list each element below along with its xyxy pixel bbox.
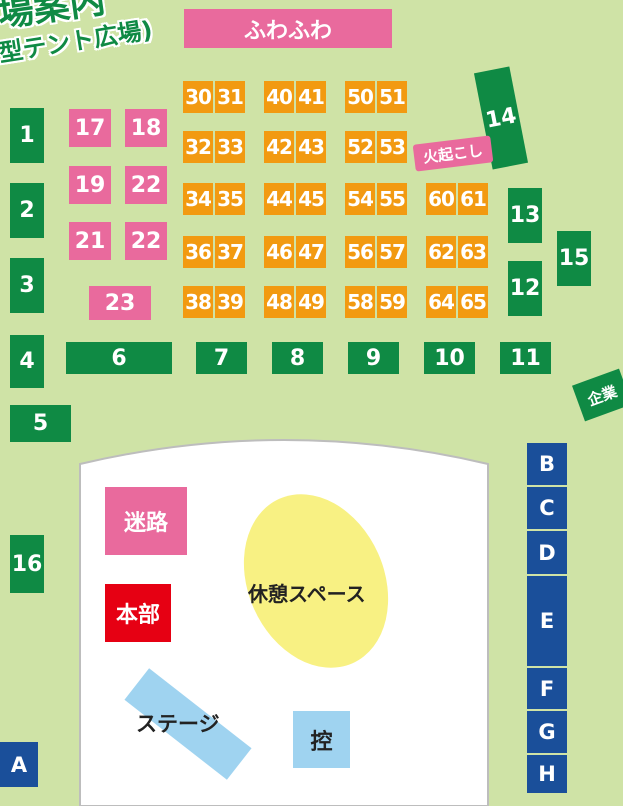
booth-13[interactable]: 13 — [508, 188, 542, 243]
hiokoshi-area[interactable]: 火起こし — [412, 135, 494, 172]
booth-17[interactable]: 17 — [69, 109, 111, 147]
booth-47[interactable]: 47 — [296, 236, 326, 268]
fuwafuwa-area[interactable]: ふわふわ — [184, 9, 392, 48]
booth-39[interactable]: 39 — [215, 286, 245, 318]
booth-F[interactable]: F — [527, 668, 567, 709]
booth-8[interactable]: 8 — [272, 342, 323, 374]
booth-B[interactable]: B — [527, 443, 567, 485]
booth-34[interactable]: 34 — [183, 183, 213, 215]
booth-44[interactable]: 44 — [264, 183, 294, 215]
stage-label: ステージ — [136, 712, 220, 736]
booth-7[interactable]: 7 — [196, 342, 247, 374]
booth-61[interactable]: 61 — [458, 183, 488, 215]
booth-4[interactable]: 4 — [10, 335, 44, 388]
booth-58[interactable]: 58 — [345, 286, 375, 318]
booth-31[interactable]: 31 — [215, 81, 245, 113]
booth-55[interactable]: 55 — [377, 183, 407, 215]
booth-52[interactable]: 52 — [345, 131, 375, 163]
booth-C[interactable]: C — [527, 487, 567, 529]
booth-35[interactable]: 35 — [215, 183, 245, 215]
booth-19[interactable]: 19 — [69, 166, 111, 204]
booth-59[interactable]: 59 — [377, 286, 407, 318]
booth-3[interactable]: 3 — [10, 258, 44, 313]
booth-51[interactable]: 51 — [377, 81, 407, 113]
booth-48[interactable]: 48 — [264, 286, 294, 318]
booth-45[interactable]: 45 — [296, 183, 326, 215]
booth-12[interactable]: 12 — [508, 261, 542, 316]
booth-6[interactable]: 6 — [66, 342, 172, 374]
booth-10[interactable]: 10 — [424, 342, 475, 374]
booth-30[interactable]: 30 — [183, 81, 213, 113]
booth-42[interactable]: 42 — [264, 131, 294, 163]
booth-15[interactable]: 15 — [557, 231, 591, 286]
booth-64[interactable]: 64 — [426, 286, 456, 318]
booth-23[interactable]: 23 — [89, 286, 151, 320]
booth-E[interactable]: E — [527, 576, 567, 666]
booth-32[interactable]: 32 — [183, 131, 213, 163]
booth-9[interactable]: 9 — [348, 342, 399, 374]
rest-area-shape — [243, 494, 389, 668]
booth-37[interactable]: 37 — [215, 236, 245, 268]
booth-50[interactable]: 50 — [345, 81, 375, 113]
booth-22b[interactable]: 22 — [125, 222, 167, 260]
booth-5[interactable]: 5 — [10, 405, 71, 442]
hikae-booth[interactable]: 控 — [293, 711, 350, 768]
booth-38[interactable]: 38 — [183, 286, 213, 318]
booth-H[interactable]: H — [527, 755, 567, 793]
booth-1[interactable]: 1 — [10, 108, 44, 163]
booth-60[interactable]: 60 — [426, 183, 456, 215]
booth-57[interactable]: 57 — [377, 236, 407, 268]
booth-56[interactable]: 56 — [345, 236, 375, 268]
booth-40[interactable]: 40 — [264, 81, 294, 113]
rest-area-label: 休憩スペース — [248, 582, 366, 606]
booth-22a[interactable]: 22 — [125, 166, 167, 204]
booth-43[interactable]: 43 — [296, 131, 326, 163]
booth-62[interactable]: 62 — [426, 236, 456, 268]
booth-41[interactable]: 41 — [296, 81, 326, 113]
booth-2[interactable]: 2 — [10, 183, 44, 238]
booth-33[interactable]: 33 — [215, 131, 245, 163]
booth-65[interactable]: 65 — [458, 286, 488, 318]
booth-63[interactable]: 63 — [458, 236, 488, 268]
booth-54[interactable]: 54 — [345, 183, 375, 215]
booth-A[interactable]: A — [0, 742, 38, 787]
booth-11[interactable]: 11 — [500, 342, 551, 374]
honbu-booth[interactable]: 本部 — [105, 584, 171, 642]
booth-16[interactable]: 16 — [10, 535, 44, 593]
kigyo-booth[interactable]: 企業 — [572, 368, 623, 422]
booth-21[interactable]: 21 — [69, 222, 111, 260]
booth-18[interactable]: 18 — [125, 109, 167, 147]
booth-53[interactable]: 53 — [377, 131, 407, 163]
booth-46[interactable]: 46 — [264, 236, 294, 268]
maze-booth[interactable]: 迷路 — [105, 487, 187, 555]
booth-G[interactable]: G — [527, 711, 567, 753]
booth-D[interactable]: D — [527, 531, 567, 574]
booth-49[interactable]: 49 — [296, 286, 326, 318]
booth-36[interactable]: 36 — [183, 236, 213, 268]
